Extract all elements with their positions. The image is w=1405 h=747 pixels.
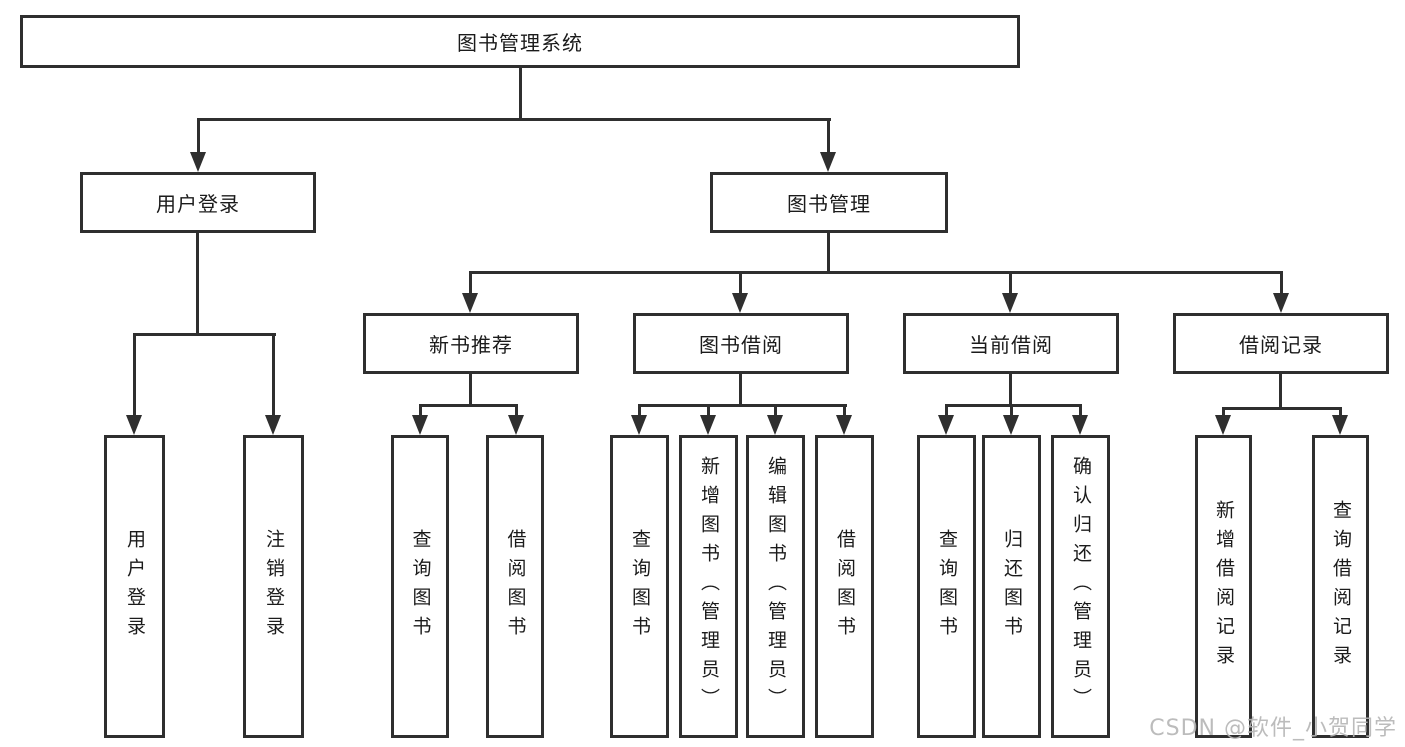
connector-vline [827,232,830,274]
leaf-return-books: 归还图书 [982,435,1041,738]
connector-hline [133,333,276,336]
arrow-down-icon [190,152,206,172]
arrow-down-icon [1003,415,1019,435]
arrow-down-icon [1215,415,1231,435]
connector-vline [196,232,199,336]
leaf-label: 查询借阅记录 [1330,499,1352,674]
leaf-label: 借阅图书 [834,528,856,645]
csdn-watermark: CSDN @软件_小贺同学 [1149,716,1397,741]
arrow-down-icon [732,293,748,313]
connector-vline [1222,407,1225,418]
leaf-logout: 注销登录 [243,435,304,738]
leaf-query-books-1: 查询图书 [391,435,449,738]
connector-vline [1079,404,1082,418]
arrow-down-icon [1273,293,1289,313]
connector-hline [1222,407,1342,410]
connector-vline [133,333,136,417]
connector-vline [515,404,518,418]
leaf-confirm-return-admin: 确认归还（管理员） [1051,435,1110,738]
connector-hline [945,404,1082,407]
connector-vline [945,404,948,418]
leaf-add-borrow-record: 新增借阅记录 [1195,435,1252,738]
node-borrowing-records: 借阅记录 [1173,313,1389,374]
connector-vline [1010,404,1013,418]
arrow-down-icon [412,415,428,435]
connector-hline [469,271,1283,274]
leaf-query-books-2: 查询图书 [610,435,669,738]
leaf-label: 注销登录 [263,528,285,645]
leaf-query-books-3: 查询图书 [917,435,976,738]
connector-hline [197,118,831,121]
arrow-down-icon [767,415,783,435]
connector-vline [739,271,742,295]
leaf-add-books-admin: 新增图书（管理员） [679,435,738,738]
connector-vline [519,68,522,121]
arrow-down-icon [820,152,836,172]
arrow-down-icon [265,415,281,435]
connector-vline [469,373,472,407]
arrow-down-icon [836,415,852,435]
connector-vline [469,271,472,295]
connector-vline [827,118,830,154]
leaf-label: 查询图书 [629,528,651,645]
connector-vline [197,118,200,154]
node-book-borrowing: 图书借阅 [633,313,849,374]
arrow-down-icon [1332,415,1348,435]
leaf-edit-books-admin: 编辑图书（管理员） [746,435,805,738]
connector-vline [1339,407,1342,418]
connector-vline [1009,271,1012,295]
arrow-down-icon [508,415,524,435]
leaf-borrow-books-2: 借阅图书 [815,435,874,738]
arrow-down-icon [1002,293,1018,313]
connector-vline [1009,373,1012,407]
connector-hline [419,404,518,407]
connector-vline [1280,271,1283,295]
leaf-label: 借阅图书 [504,528,527,645]
leaf-label: 归还图书 [1001,528,1023,645]
connector-vline [843,404,846,418]
connector-vline [272,333,275,417]
connector-vline [707,404,710,418]
leaf-borrow-books-1: 借阅图书 [486,435,544,738]
leaf-label: 新增借阅记录 [1213,499,1235,674]
connector-vline [774,404,777,418]
arrow-down-icon [462,293,478,313]
arrow-down-icon [938,415,954,435]
connector-vline [419,404,422,418]
leaf-label: 查询图书 [409,528,432,645]
leaf-label: 确认归还（管理员） [1070,456,1092,717]
arrow-down-icon [1072,415,1088,435]
connector-hline [638,404,847,407]
arrow-down-icon [126,415,142,435]
node-user-login-branch: 用户登录 [80,172,316,233]
connector-vline [638,404,641,418]
leaf-user-login: 用户登录 [104,435,165,738]
connector-vline [1279,373,1282,410]
leaf-label: 查询图书 [936,528,958,645]
arrow-down-icon [700,415,716,435]
node-book-management-branch: 图书管理 [710,172,948,233]
node-root-system: 图书管理系统 [20,15,1020,68]
leaf-label: 用户登录 [124,528,146,645]
leaf-label: 编辑图书（管理员） [765,456,787,717]
connector-vline [739,373,742,407]
leaf-query-borrow-record: 查询借阅记录 [1312,435,1369,738]
leaf-label: 新增图书（管理员） [698,456,720,717]
arrow-down-icon [631,415,647,435]
node-new-book-recommendation: 新书推荐 [363,313,579,374]
node-current-borrowing: 当前借阅 [903,313,1119,374]
